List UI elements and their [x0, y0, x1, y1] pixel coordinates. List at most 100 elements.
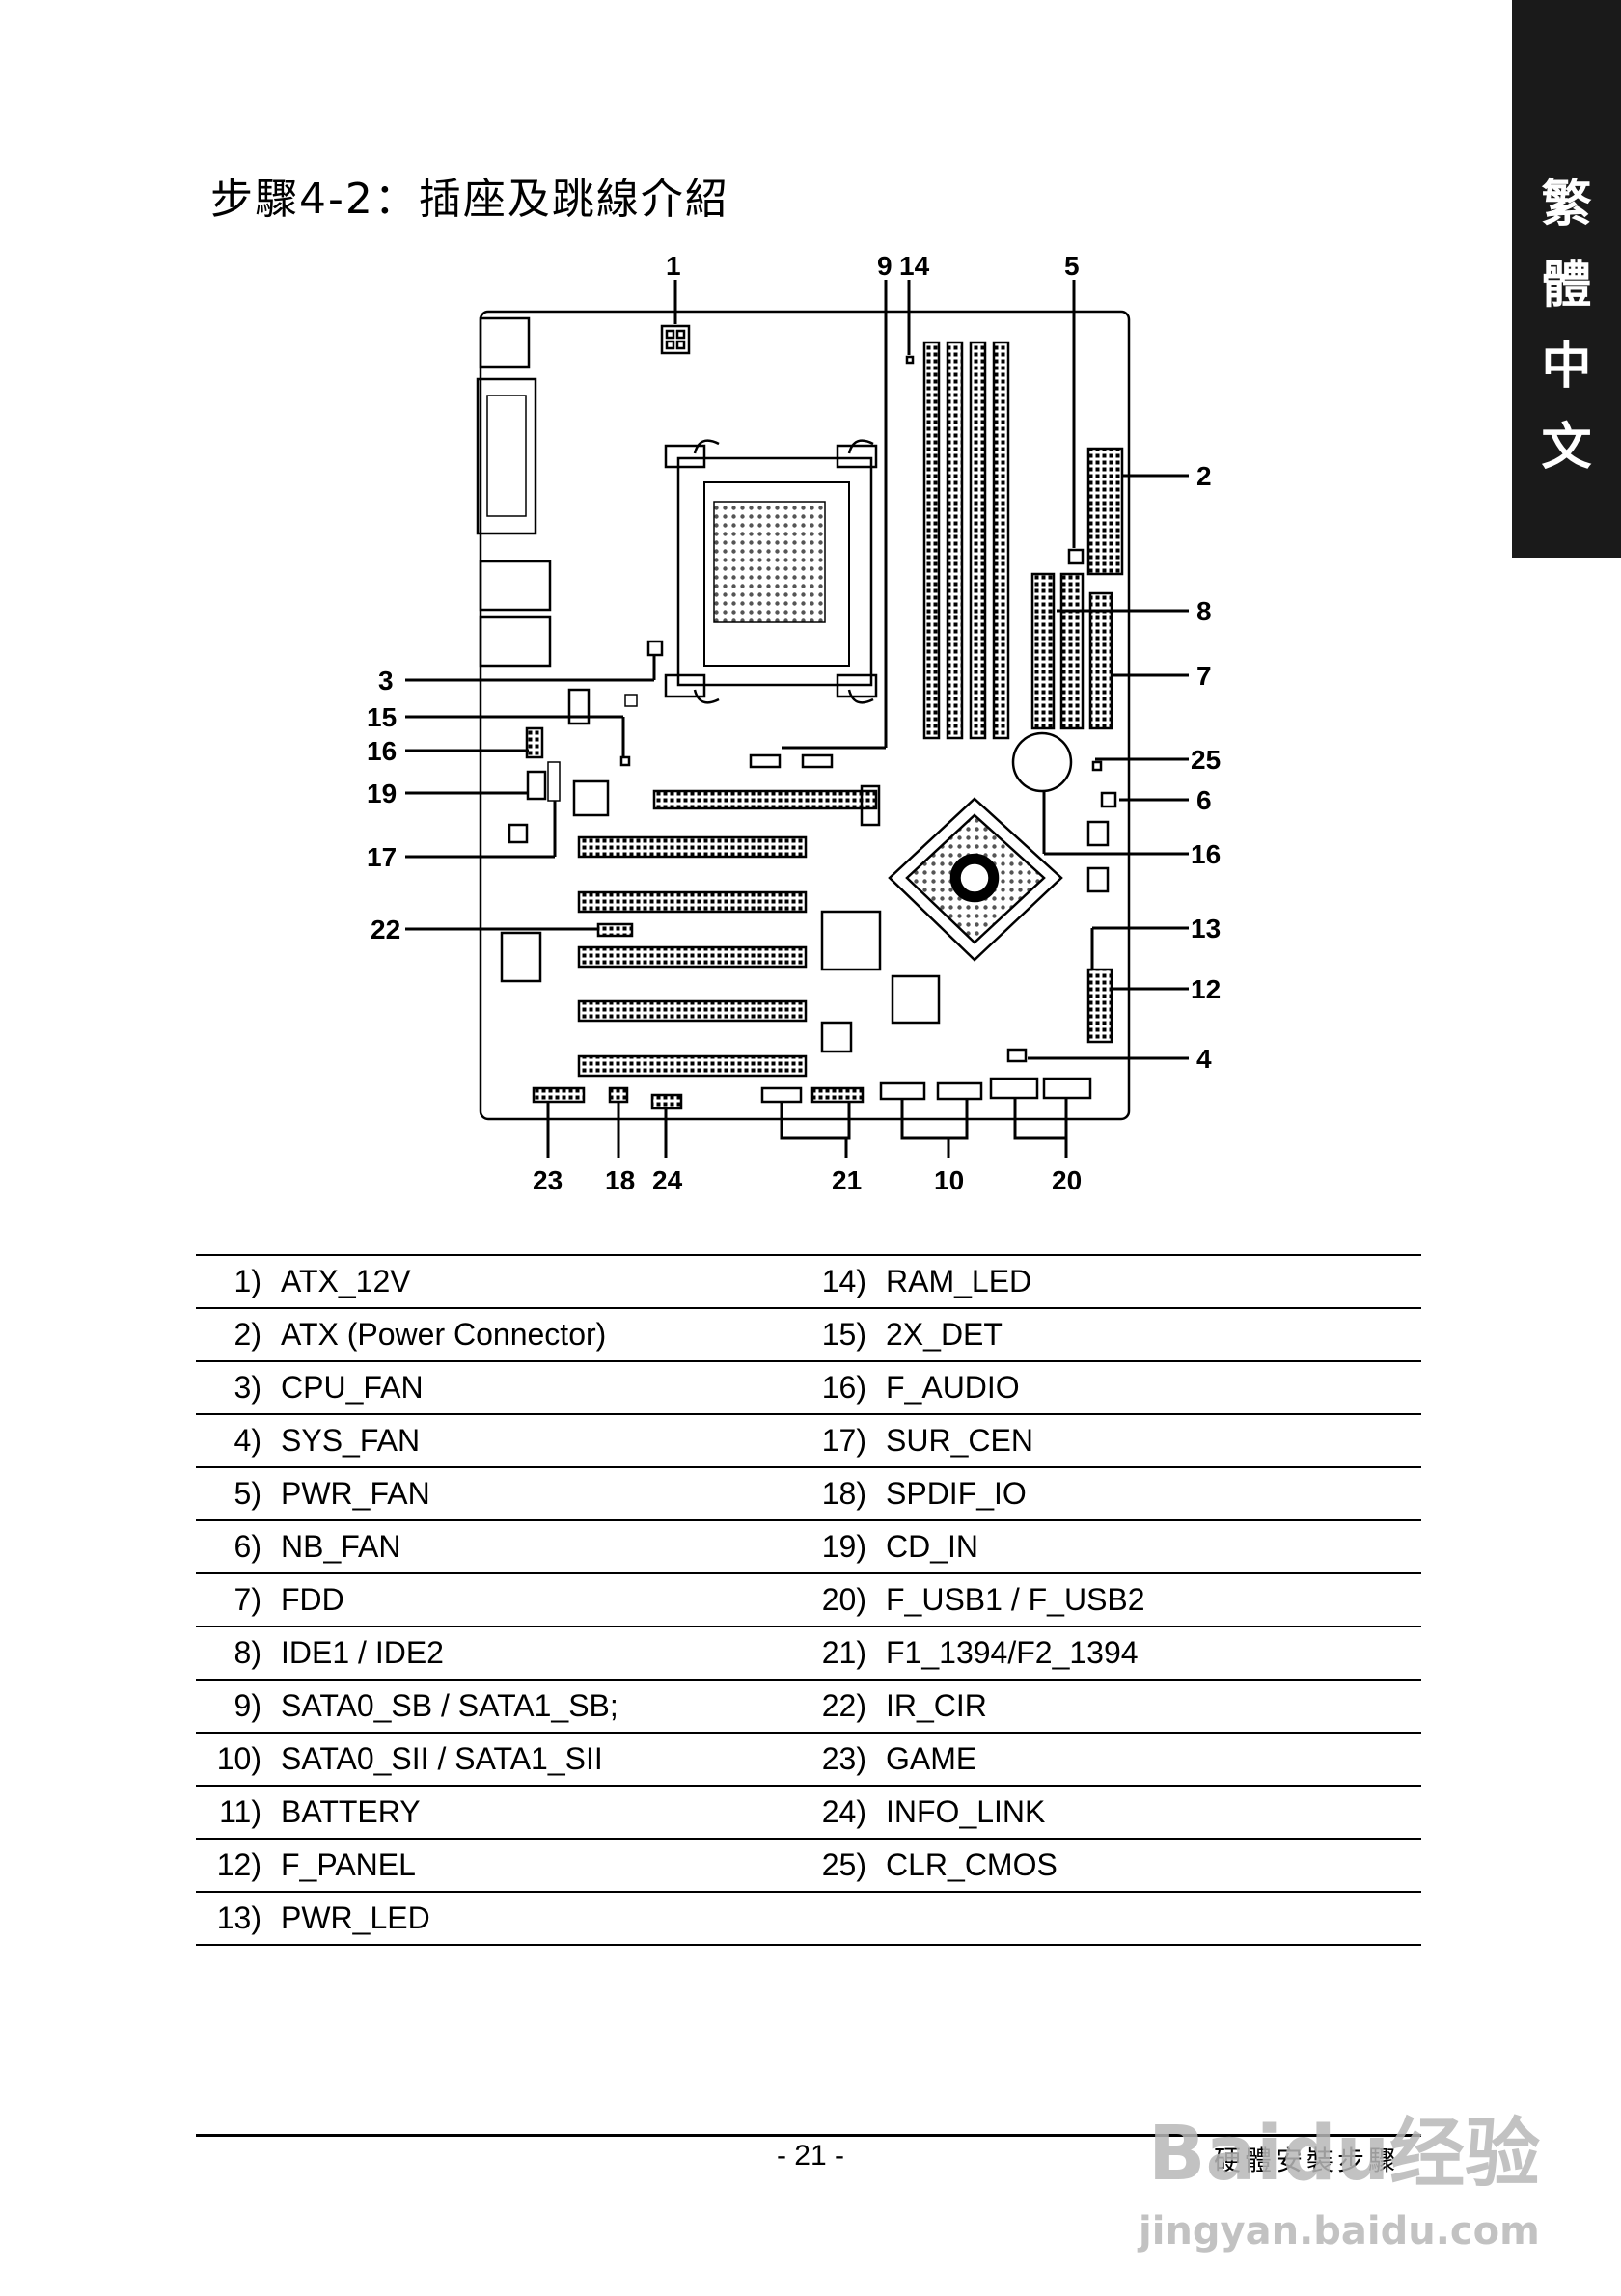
legend-num: 11) — [196, 1786, 281, 1840]
legend-num: 19) — [809, 1520, 886, 1574]
callout-2: 2 — [1196, 461, 1212, 491]
legend-num: 1) — [196, 1254, 281, 1309]
callout-23: 23 — [533, 1165, 563, 1195]
callout-17: 17 — [367, 842, 397, 872]
pci-slot-5 — [577, 1054, 808, 1078]
legend-num: 15) — [809, 1308, 886, 1362]
legend-num: 23) — [809, 1733, 886, 1787]
legend-label: F1_1394/F2_1394 — [886, 1626, 1421, 1681]
2x-det — [619, 755, 631, 767]
legend-row: 12) F_PANEL 25) CLR_CMOS — [196, 1839, 1421, 1893]
legend-row: 11) BATTERY 24) INFO_LINK — [196, 1786, 1421, 1840]
f2-1394-header — [810, 1086, 865, 1104]
legend-row: 5) PWR_FAN 18) SPDIF_IO — [196, 1467, 1421, 1521]
ide2-connector — [1059, 572, 1085, 730]
callout-19: 19 — [367, 779, 397, 808]
pcie-x16-slot — [652, 789, 878, 810]
legend-num: 17) — [809, 1414, 886, 1468]
callout-24: 24 — [652, 1165, 683, 1195]
nb-fan-header — [1100, 791, 1117, 808]
legend-label: PWR_LED — [281, 1892, 809, 1946]
f-usb1-header — [989, 1077, 1039, 1100]
page-title: 步驟4-2：插座及跳線介紹 — [210, 175, 729, 224]
legend-label: SYS_FAN — [281, 1414, 809, 1468]
sata0-sii — [879, 1081, 926, 1101]
sur-cen-header — [525, 726, 544, 759]
legend-label: PWR_FAN — [281, 1467, 809, 1521]
ide1-connector — [1030, 572, 1056, 730]
game-header — [532, 1086, 586, 1104]
cpu-socket-frame — [676, 456, 873, 687]
legend-label: RAM_LED — [886, 1254, 1421, 1309]
legend-num: 2) — [196, 1308, 281, 1362]
callout-8: 8 — [1196, 596, 1212, 626]
legend-label: SATA0_SB / SATA1_SB; — [281, 1680, 809, 1734]
f-usb2-header — [1042, 1077, 1092, 1100]
legend-label: SPDIF_IO — [886, 1467, 1421, 1521]
side-tab-char: 體 — [1541, 256, 1592, 314]
callout-6: 6 — [1196, 785, 1212, 815]
footer-section-title: 硬體安裝步驟 — [1214, 2145, 1400, 2176]
legend-num: 18) — [809, 1467, 886, 1521]
info-link-header — [650, 1093, 683, 1110]
legend-row: 10) SATA0_SII / SATA1_SII 23) GAME — [196, 1733, 1421, 1787]
battery — [1011, 731, 1073, 793]
legend-label: IR_CIR — [886, 1680, 1421, 1734]
legend-num: 3) — [196, 1361, 281, 1415]
callout-3: 3 — [378, 666, 394, 696]
language-side-tab: 繁 體 中 文 — [1512, 0, 1621, 558]
legend-num: 10) — [196, 1733, 281, 1787]
southbridge — [820, 910, 882, 971]
connector-legend-table: 1) ATX_12V 14) RAM_LED 2) ATX (Power Con… — [196, 1254, 1421, 1946]
pci-slot-4 — [577, 999, 808, 1023]
legend-label: F_AUDIO — [886, 1361, 1421, 1415]
pci-slot-1 — [577, 835, 808, 859]
legend-label: NB_FAN — [281, 1520, 809, 1574]
legend-row: 4) SYS_FAN 17) SUR_CEN — [196, 1414, 1421, 1468]
fdd-connector — [1088, 591, 1113, 730]
legend-num: 7) — [196, 1573, 281, 1627]
callout-18: 18 — [605, 1165, 635, 1195]
callout-13: 13 — [1191, 914, 1221, 943]
callout-25: 25 — [1191, 745, 1221, 775]
legend-label: INFO_LINK — [886, 1786, 1421, 1840]
callout-14: 14 — [899, 251, 930, 281]
pci-slot-2 — [577, 890, 808, 914]
legend-label: ATX (Power Connector) — [281, 1308, 809, 1362]
io-usb-lan — [479, 560, 552, 612]
callout-1: 1 — [666, 251, 681, 281]
callout-9: 9 — [877, 251, 893, 281]
legend-num: 13) — [196, 1892, 281, 1946]
dimm-slots — [922, 341, 1010, 740]
clr-cmos — [1091, 760, 1103, 772]
side-tab-char: 繁 — [1541, 175, 1592, 233]
cd-in-header — [526, 770, 547, 801]
legend-row: 6) NB_FAN 19) CD_IN — [196, 1520, 1421, 1574]
footer-rule — [196, 2134, 1421, 2137]
watermark-url: jingyan.baidu.com — [1139, 2209, 1540, 2254]
legend-num: 4) — [196, 1414, 281, 1468]
motherboard-layout-diagram: 1 9 14 5 2 8 7 3 15 16 19 17 22 25 6 16 … — [367, 251, 1221, 1195]
legend-label: F_USB1 / F_USB2 — [886, 1573, 1421, 1627]
page-number: - 21 - — [776, 2140, 845, 2172]
legend-num: 24) — [809, 1786, 886, 1840]
northbridge-heatsink — [888, 797, 1063, 962]
f-panel-header — [1086, 968, 1113, 1044]
legend-label: FDD — [281, 1573, 809, 1627]
legend-label: IDE1 / IDE2 — [281, 1626, 809, 1681]
atx12v-connector — [660, 324, 691, 355]
side-tab-char: 文 — [1541, 418, 1592, 477]
legend-num: 12) — [196, 1839, 281, 1893]
legend-num: 22) — [809, 1680, 886, 1734]
callout-labels: 1 9 14 5 2 8 7 3 15 16 19 17 22 25 6 16 … — [367, 251, 1221, 1195]
legend-label: CLR_CMOS — [886, 1839, 1421, 1893]
pwr-fan-header — [1067, 548, 1085, 565]
legend-row: 9) SATA0_SB / SATA1_SB; 22) IR_CIR — [196, 1680, 1421, 1734]
ram-led — [905, 355, 915, 365]
io-ps2 — [479, 316, 531, 369]
callout-22: 22 — [371, 915, 400, 944]
legend-label: SATA0_SII / SATA1_SII — [281, 1733, 809, 1787]
side-tab-char: 中 — [1541, 337, 1592, 396]
legend-num — [809, 1892, 886, 1946]
io-serial-parallel — [476, 377, 537, 535]
